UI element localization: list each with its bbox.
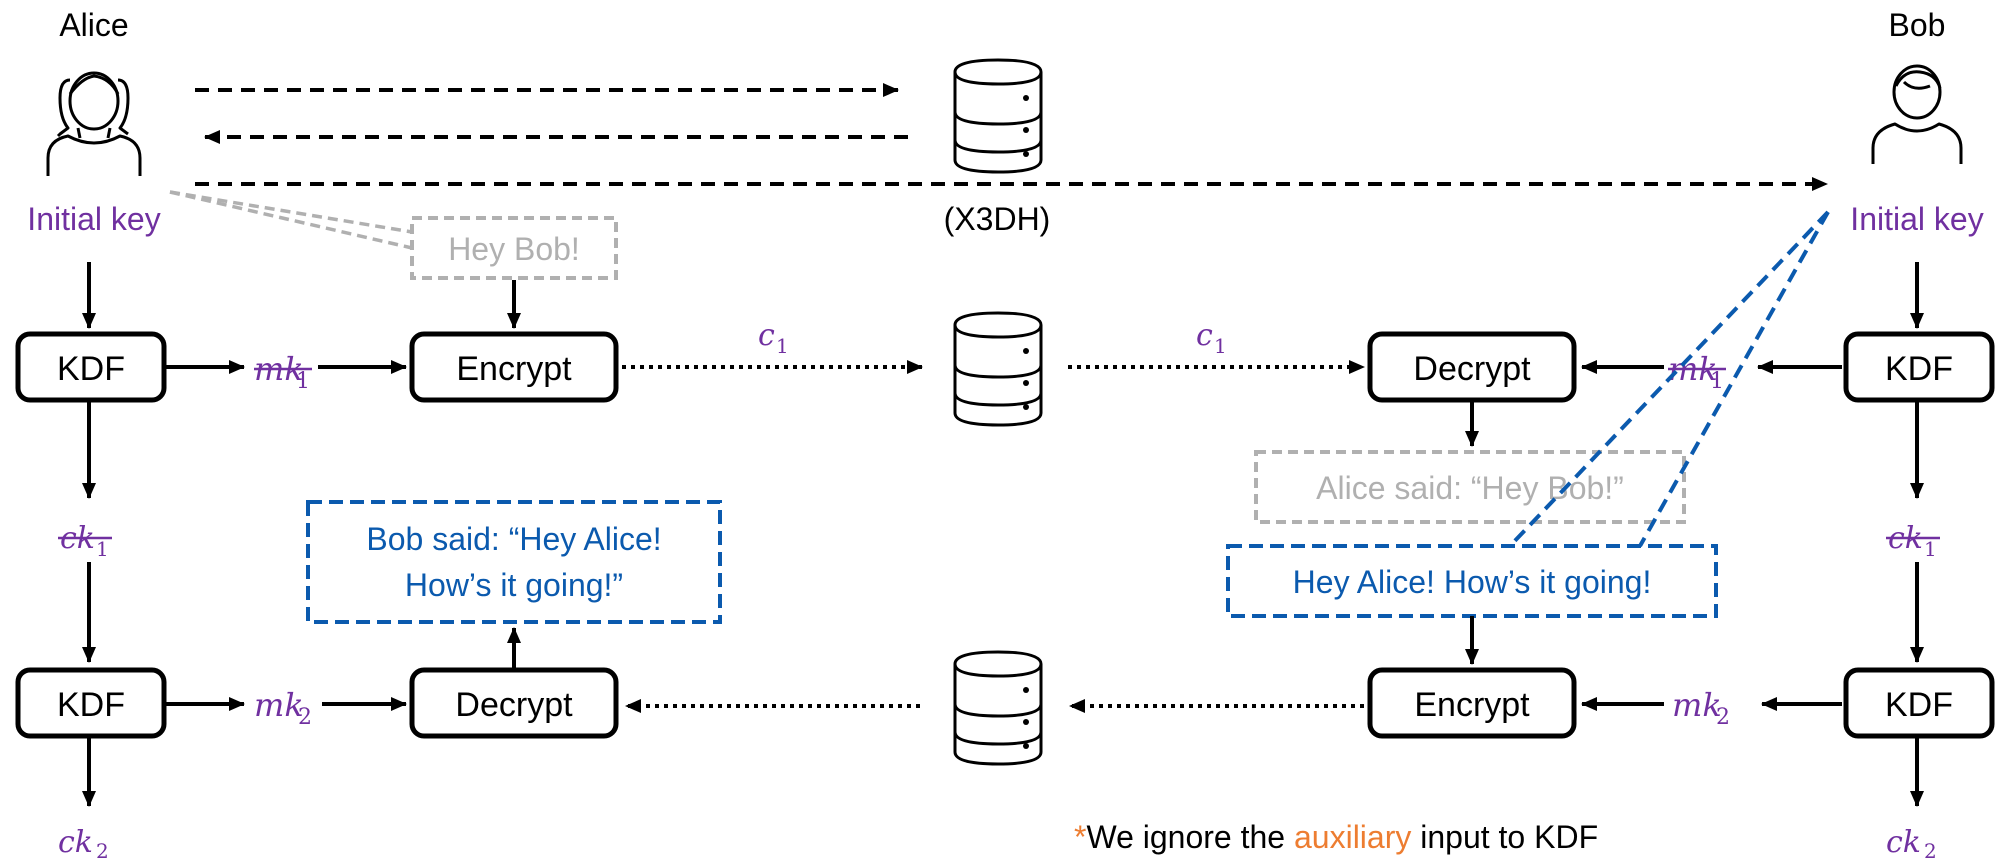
decrypt-label: Decrypt	[455, 686, 573, 724]
svg-text:1: 1	[776, 334, 789, 358]
svg-text:mk: mk	[1672, 686, 1722, 724]
callout-lines	[169, 190, 413, 250]
hey-bob-text: Hey Bob!	[448, 231, 580, 267]
svg-text:1: 1	[1924, 537, 1937, 561]
hey-bob-note	[410, 216, 618, 280]
svg-text:2: 2	[298, 705, 312, 730]
c1-label: c 1	[758, 318, 789, 358]
svg-text:2: 2	[1716, 705, 1730, 730]
svg-text:ck: ck	[58, 825, 93, 860]
footnote-highlight: auxiliary	[1294, 819, 1411, 855]
encrypt-label: Encrypt	[456, 350, 572, 388]
bob-said-line1: Bob said: “Hey Alice!	[366, 521, 661, 557]
alice-person-icon	[46, 71, 142, 176]
svg-text:c: c	[1196, 318, 1213, 353]
encrypt-label: Encrypt	[1414, 686, 1530, 724]
server-database-icon	[953, 311, 1043, 427]
footnote-star: *	[1074, 819, 1086, 855]
ck2-key: ck 2	[58, 825, 109, 861]
kdf-label: KDF	[1885, 686, 1953, 724]
mk2-key: mk 2	[254, 686, 312, 730]
x3dh-label: (X3DH)	[944, 201, 1051, 237]
ck2-key: ck 2	[1886, 825, 1937, 861]
mk2-key: mk 2	[1672, 686, 1730, 730]
svg-text:1: 1	[96, 537, 109, 561]
svg-text:1: 1	[296, 369, 310, 394]
svg-text:mk: mk	[254, 686, 304, 724]
alice-said-text: Alice said: “Hey Bob!”	[1316, 470, 1624, 506]
bob-said-line2: How’s it going!”	[405, 567, 623, 603]
bob-said-note	[306, 500, 722, 624]
kdf-label: KDF	[57, 350, 125, 388]
server-database-icon	[953, 58, 1043, 174]
mk1-struck-key: mk 1	[1668, 350, 1726, 394]
encrypt-box	[1367, 667, 1577, 739]
ck1-struck-key: ck 1	[1886, 521, 1940, 561]
kdf-label: KDF	[1885, 350, 1953, 388]
svg-text:2: 2	[96, 839, 109, 861]
kdf-label: KDF	[57, 686, 125, 724]
alice-name: Alice	[59, 7, 128, 43]
callout-lines	[1508, 210, 1830, 548]
footnote-before: We ignore the	[1086, 819, 1294, 855]
mk1-struck-key: mk 1	[254, 350, 312, 394]
server-database-icon	[953, 650, 1043, 766]
alice-said-note	[1254, 450, 1686, 524]
svg-text:1: 1	[1710, 369, 1724, 394]
footnote: *We ignore the auxiliary input to KDF	[1074, 819, 1598, 855]
encrypt-box	[409, 331, 619, 403]
alice-initial-key: Initial key	[27, 201, 160, 237]
decrypt-label: Decrypt	[1413, 350, 1531, 388]
svg-text:1: 1	[1214, 334, 1227, 358]
bob-initial-key: Initial key	[1850, 201, 1983, 237]
hey-alice-text: Hey Alice! How’s it going!	[1293, 564, 1652, 600]
svg-text:2: 2	[1924, 839, 1937, 861]
bob-name: Bob	[1889, 7, 1946, 43]
bob-person-icon	[1871, 64, 1963, 164]
x3dh-handshake-arrows	[195, 83, 1828, 191]
c1-label: c 1	[1196, 318, 1227, 358]
svg-text:ck: ck	[1886, 825, 1921, 860]
footnote-after: input to KDF	[1411, 819, 1598, 855]
ck1-struck-key: ck 1	[58, 521, 112, 561]
svg-text:c: c	[758, 318, 775, 353]
